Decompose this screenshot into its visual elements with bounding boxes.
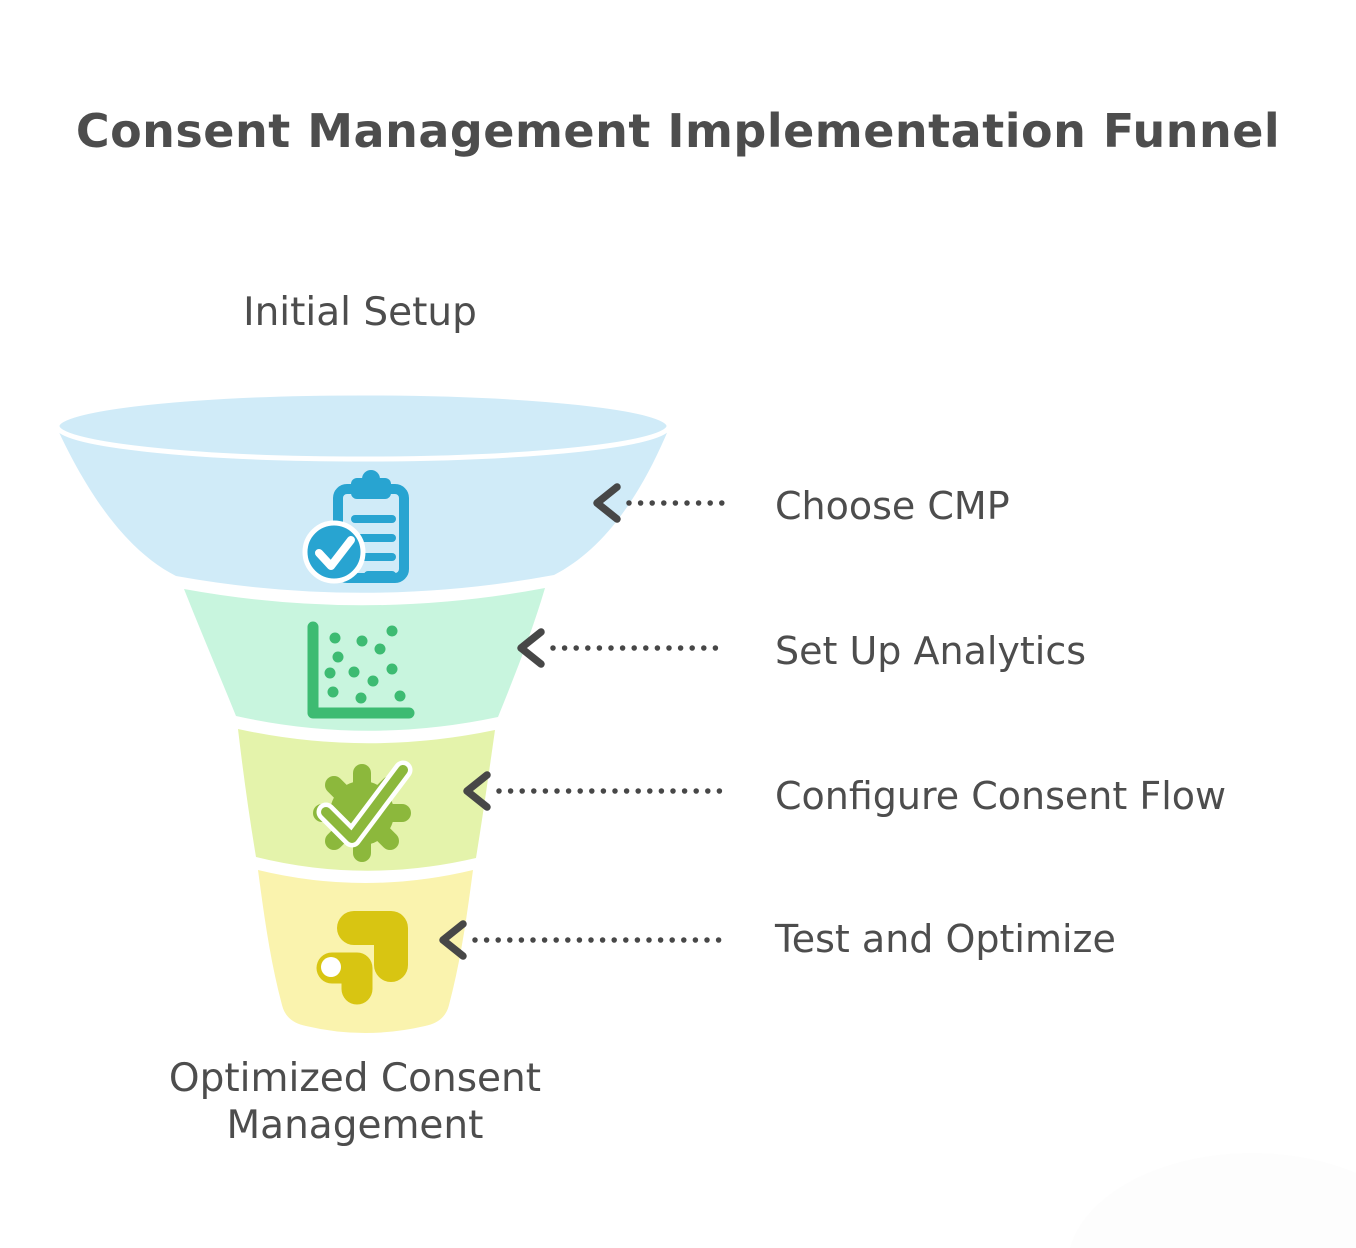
stage-label-configure-consent-flow: Configure Consent Flow (775, 774, 1227, 818)
stage-label-set-up-analytics: Set Up Analytics (775, 629, 1087, 673)
diagram-title: Consent Management Implementation Funnel (75, 104, 1281, 158)
arrow-connector-1 (593, 483, 725, 523)
clipboard-check-icon (302, 470, 409, 584)
arrowhead-icon (517, 628, 545, 668)
funnel-stage-2 (184, 588, 545, 731)
background-blob (1069, 1153, 1356, 1248)
arrowhead-icon (463, 771, 491, 811)
funnel-top-label: Initial Setup (243, 290, 477, 335)
funnel-bottom-label: Optimized Consent Management (168, 1056, 542, 1148)
flow-arrows-icon (316, 911, 408, 1005)
funnel-stage-1 (57, 428, 669, 593)
funnel-stage-4 (258, 870, 473, 1033)
funnel-mouth (54, 390, 672, 462)
arrowhead-icon (593, 483, 621, 523)
stage-label-test-and-optimize: Test and Optimize (775, 917, 1116, 961)
arrowhead-icon (439, 920, 467, 960)
arrow-connector-2 (517, 628, 725, 668)
arrow-connector-4 (439, 920, 725, 960)
gear-check-icon (313, 760, 413, 862)
scatter-plot-icon (307, 621, 415, 719)
arrow-connector-3 (463, 771, 725, 811)
stage-label-choose-cmp: Choose CMP (775, 484, 1010, 528)
